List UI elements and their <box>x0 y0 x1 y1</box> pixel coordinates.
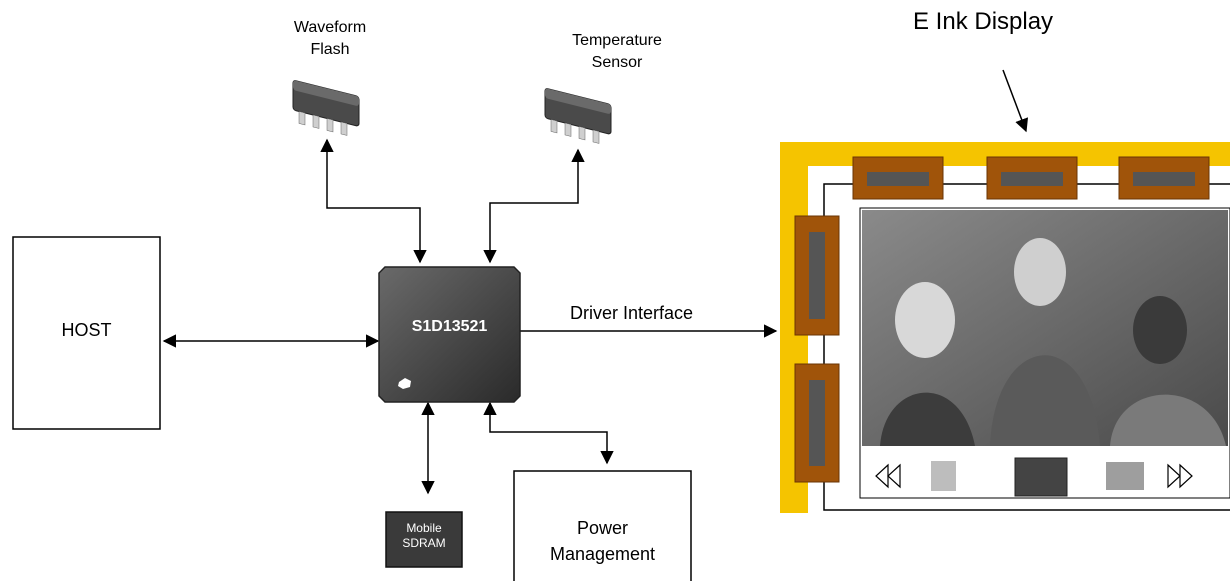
eink-display <box>780 142 1230 513</box>
thumbnail-icon <box>931 461 956 491</box>
pin1-marker-icon <box>398 378 411 389</box>
connectors <box>162 69 1029 495</box>
host-box <box>12 236 161 430</box>
fast-forward-icon <box>1167 463 1193 489</box>
sensor-controller-link <box>483 148 585 264</box>
power-label-line2: Management <box>549 544 656 564</box>
sdram-label-line2: SDRAM <box>402 536 446 550</box>
temperature-sensor-label-line1: Temperature <box>572 32 662 49</box>
left-driver-ics <box>794 215 840 483</box>
waveform-flash-chip-icon <box>292 80 360 136</box>
eink-title: E Ink Display <box>913 8 1054 35</box>
power-box <box>513 470 692 581</box>
driver-interface-label: Driver Interface <box>570 303 694 323</box>
controller-chip <box>378 266 521 403</box>
top-driver-ics <box>852 156 1210 200</box>
sdram-label-line1: Mobile <box>406 521 442 535</box>
waveform-flash-label: Waveform Flash <box>240 17 420 61</box>
flash-controller-link <box>320 138 427 264</box>
controller-power-link <box>483 401 614 465</box>
rewind-icon <box>875 463 901 489</box>
controller-label: S1D13521 <box>411 318 488 335</box>
waveform-flash-label-line1: Waveform <box>293 19 367 36</box>
thumbnail-icon <box>1106 462 1144 490</box>
power-label: Power Management <box>514 515 691 567</box>
temperature-sensor-label: Temperature Sensor <box>527 30 707 74</box>
sdram-chip <box>385 511 463 568</box>
waveform-flash-label-line2: Flash <box>310 41 350 58</box>
sdram-label: Mobile SDRAM <box>386 521 462 551</box>
eink-pointer <box>1002 69 1029 133</box>
temperature-sensor-label-line2: Sensor <box>591 54 643 71</box>
nav-row <box>875 457 1193 497</box>
power-label-line1: Power <box>576 518 629 538</box>
host-label: HOST <box>61 320 112 340</box>
photo-image <box>862 210 1228 446</box>
temperature-sensor-chip-icon <box>544 88 612 144</box>
thumbnail-icon <box>1014 457 1068 497</box>
